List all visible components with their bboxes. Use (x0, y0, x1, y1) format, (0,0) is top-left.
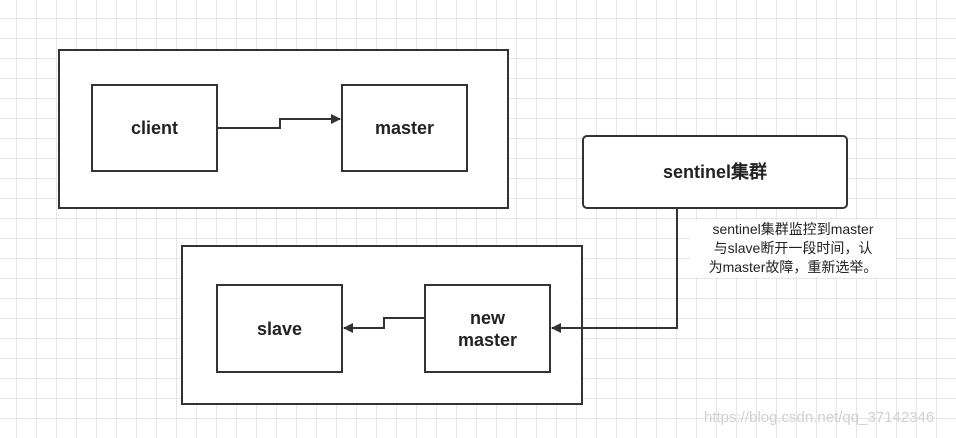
new-master-label: new master (458, 307, 517, 351)
new-master-label-line1: new (469, 307, 505, 328)
new-master-node: new master (424, 284, 551, 373)
watermark-text: https://blog.csdn.net/qq_37142346 (704, 409, 935, 426)
client-to-master-arrow (218, 114, 341, 129)
failover-note-line2: 与slave断开一段时间，认 (713, 240, 873, 256)
sentinel-cluster-label: sentinel集群 (662, 162, 768, 182)
sentinel-to-new-master-arrow (551, 209, 678, 333)
failover-note-line3: 为master故障，重新选举。 (708, 259, 878, 275)
client-node: client (91, 84, 218, 172)
sentinel-cluster-node: sentinel集群 (582, 135, 848, 209)
master-node: master (341, 84, 468, 172)
new-master-label-line2: master (457, 329, 518, 350)
master-label: master (374, 118, 435, 138)
slave-label: slave (256, 318, 303, 339)
slave-node: slave (216, 284, 343, 373)
failover-note: sentinel集群监控到master 与slave断开一段时间，认 为mast… (690, 220, 896, 277)
failover-note-line1: sentinel集群监控到master (712, 221, 874, 237)
client-label: client (130, 118, 178, 138)
new-master-to-slave-arrow (343, 317, 424, 333)
